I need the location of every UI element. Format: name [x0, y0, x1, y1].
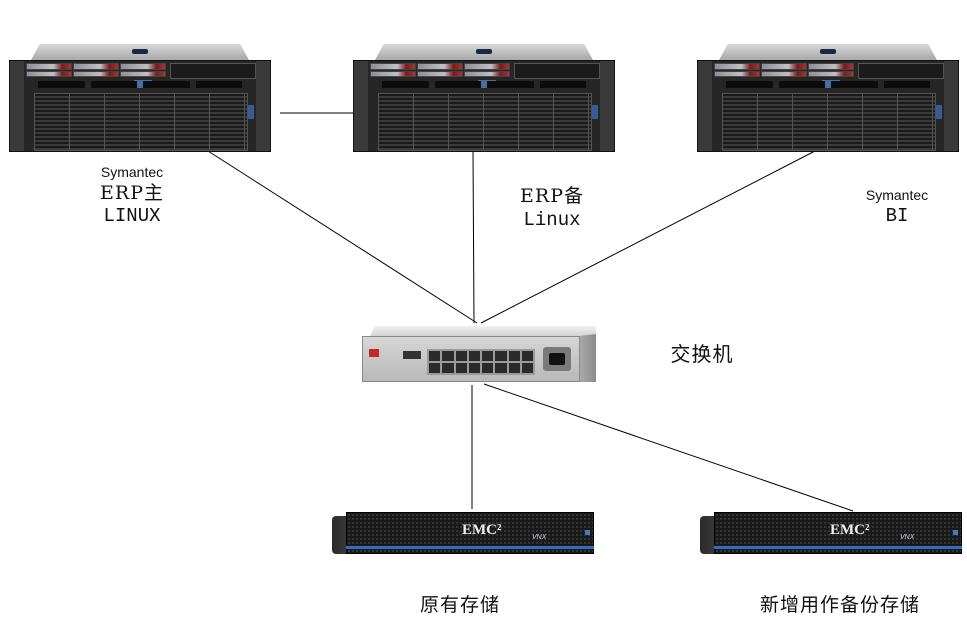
emc-logo: EMC² — [830, 522, 870, 538]
fan-grill — [34, 93, 248, 151]
label-storage-existing: 原有存储 — [419, 594, 500, 616]
link-bi-to-switch — [480, 150, 816, 324]
vendor-label: Symantec — [865, 187, 929, 203]
storage-existing: EMC² VNX — [332, 512, 594, 558]
drive-bays — [370, 63, 510, 77]
brocade-logo-icon — [369, 349, 379, 357]
label-erp-primary: Symantec ERP主 LINUX — [82, 164, 182, 229]
server-name: ERP主 — [100, 181, 164, 204]
drive-bays — [26, 63, 166, 77]
server-bi — [697, 44, 959, 152]
label-erp-backup: ERP备 Linux — [502, 185, 602, 233]
storage-new-backup: EMC² VNX — [700, 512, 962, 558]
emc-logo: EMC² — [462, 522, 502, 538]
label-switch: 交换机 — [670, 342, 734, 366]
fan-grill — [722, 93, 936, 151]
vnx-logo: VNX — [532, 534, 547, 541]
switch-front-panel — [362, 336, 580, 382]
server-front-panel — [353, 60, 615, 152]
server-chassis-top — [719, 44, 937, 60]
server-front-panel — [9, 60, 271, 152]
server-os: LINUX — [103, 205, 161, 228]
label-storage-new: 新增用作备份存储 — [759, 594, 920, 616]
server-name: BI — [885, 204, 909, 227]
power-socket-icon — [543, 347, 571, 371]
server-chassis-top — [31, 44, 249, 60]
link-switch-to-storage-new — [483, 383, 854, 512]
server-chassis-top — [375, 44, 593, 60]
server-name: ERP备 — [520, 185, 584, 207]
label-bi: Symantec BI — [847, 187, 947, 228]
vnx-logo: VNX — [900, 534, 915, 541]
drive-bays — [714, 63, 854, 77]
fibre-channel-switch — [362, 326, 598, 384]
server-erp-primary — [9, 44, 271, 152]
server-os: Linux — [523, 208, 581, 231]
server-front-panel — [697, 60, 959, 152]
management-ports — [403, 351, 421, 359]
switch-ports — [427, 349, 535, 375]
server-erp-backup — [353, 44, 615, 152]
vendor-label: Symantec — [100, 164, 164, 180]
fan-grill — [378, 93, 592, 151]
link-erp-backup-to-switch — [472, 150, 475, 324]
link-erp-primary-to-switch — [207, 150, 478, 324]
